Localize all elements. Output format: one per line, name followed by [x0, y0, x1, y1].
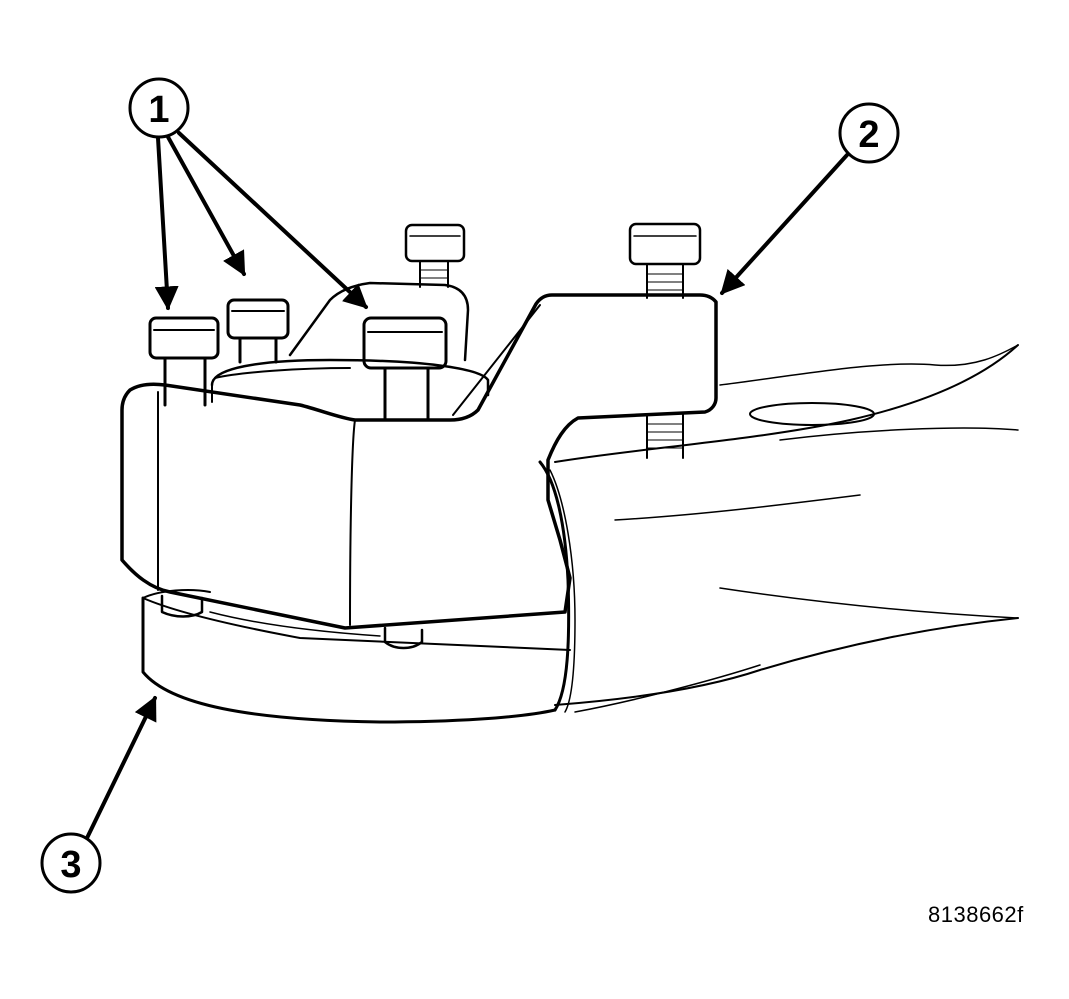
- control-arm: [554, 344, 1019, 713]
- bolt-front: [362, 316, 448, 422]
- leader-arrow-1b: [166, 135, 246, 277]
- figure-id: 8138662f: [928, 902, 1024, 927]
- callout-3: 3: [40, 832, 102, 894]
- ball-joint-base: [141, 460, 576, 724]
- callout-1: 1: [128, 77, 190, 139]
- callout-2: 2: [838, 102, 900, 164]
- callout-2-label: 2: [858, 114, 879, 156]
- leader-arrow-1c: [177, 131, 368, 309]
- bolt-middle: [226, 298, 290, 364]
- callout-3-label: 3: [60, 844, 81, 886]
- bolt-adapter: [628, 222, 702, 459]
- bolt-rear: [404, 223, 466, 288]
- callout-1-label: 1: [148, 89, 169, 131]
- leader-arrow-3: [85, 695, 157, 840]
- adapter-plate: [120, 281, 718, 630]
- leader-arrow-1a: [154, 136, 179, 311]
- leader-arrow-2: [720, 153, 849, 295]
- bolt-left: [148, 316, 220, 407]
